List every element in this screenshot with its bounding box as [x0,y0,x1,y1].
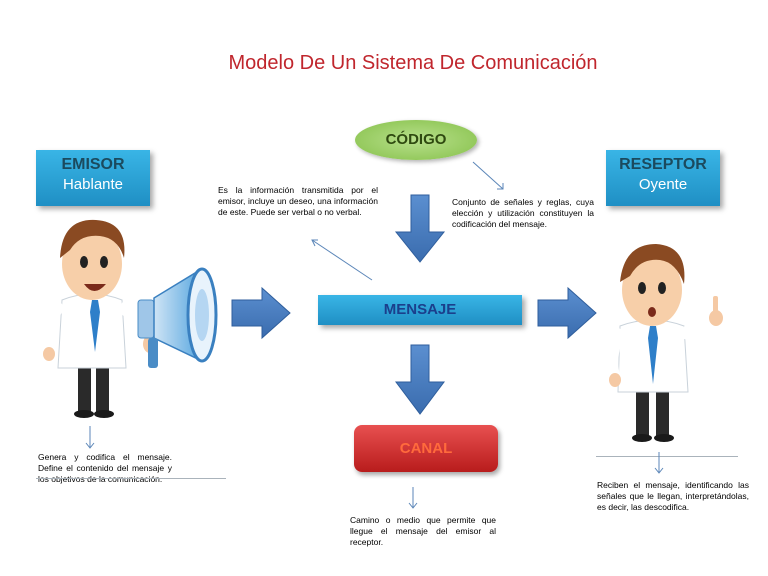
arrow-emisor-to-mensaje [231,286,291,340]
emisor-description: Genera y codifica el mensaje. Define el … [38,452,172,484]
emisor-box: EMISOR Hablante [36,150,150,206]
speaker-character-illustration [41,219,157,418]
canal-node: CANAL [354,425,498,472]
megaphone-icon [137,267,218,368]
codigo-node: CÓDIGO [355,120,477,160]
canal-description: Camino o medio que permite que llegue el… [350,515,496,547]
codigo-description: Conjunto de señales y reglas, cuya elecc… [452,197,594,229]
page-title: Modelo De Un Sistema De Comunicación [228,52,598,74]
receptor-box: RESEPTOR Oyente [606,150,720,206]
pointer-canal-note [408,487,418,509]
arrow-codigo-to-mensaje [394,194,446,263]
emisor-note-divider [36,478,226,479]
emisor-heading: EMISOR [61,156,125,173]
receptor-description: Reciben el mensaje, identificando las se… [597,480,749,512]
mensaje-node: MENSAJE [318,295,522,325]
pointer-codigo-note [472,161,504,190]
receptor-note-divider [596,456,738,457]
arrow-mensaje-to-canal [395,344,445,415]
pointer-receptor-note [654,452,664,474]
receptor-heading: RESEPTOR [619,156,707,173]
pointer-mensaje-note [311,239,373,281]
arrow-mensaje-to-receptor [537,286,597,340]
listener-character-illustration [606,244,723,442]
pointer-emisor-note [85,426,95,449]
mensaje-description: Es la información transmitida por el emi… [218,185,378,217]
emisor-subheading: Hablante [62,176,124,193]
receptor-subheading: Oyente [638,176,688,193]
